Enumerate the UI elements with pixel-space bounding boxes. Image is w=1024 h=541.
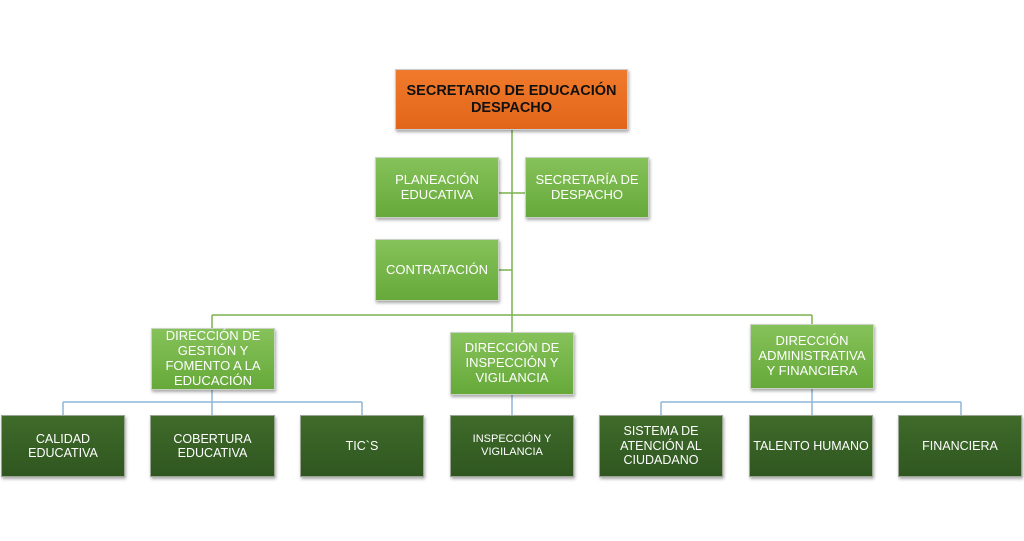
tics-label: TIC`S — [345, 438, 379, 453]
direccion-administrativa-node: DIRECCIÓN ADMINISTRATIVA Y FINANCIERA — [750, 324, 874, 389]
contratacion-label: CONTRATACIÓN — [385, 261, 489, 277]
direccion-gestion-label: DIRECCIÓN DE GESTIÓN Y FOMENTO A LA EDUC… — [165, 328, 261, 388]
secretario-title: SECRETARIO DE EDUCACIÓN — [406, 82, 617, 99]
planeacion-node: PLANEACIÓN EDUCATIVA — [375, 157, 499, 218]
secretario-subtitle: DESPACHO — [470, 99, 553, 116]
talento-node: TALENTO HUMANO — [749, 415, 873, 477]
talento-label: TALENTO HUMANO — [753, 438, 869, 453]
financiera-label: FINANCIERA — [922, 438, 998, 453]
atencion-node: SISTEMA DE ATENCIÓN AL CIUDADANO — [599, 415, 723, 477]
calidad-label: CALIDAD EDUCATIVA — [28, 431, 98, 460]
contratacion-node: CONTRATACIÓN — [375, 239, 499, 301]
inspeccion-unit-node: INSPECCIÓN Y VIGILANCIA — [450, 415, 574, 477]
financiera-node: FINANCIERA — [898, 415, 1022, 477]
direccion-inspeccion-node: DIRECCIÓN DE INSPECCIÓN Y VIGILANCIA — [450, 332, 574, 395]
direccion-gestion-node: DIRECCIÓN DE GESTIÓN Y FOMENTO A LA EDUC… — [151, 328, 275, 390]
secretaria-node: SECRETARÍA DE DESPACHO — [525, 157, 649, 218]
secretaria-label: SECRETARÍA DE DESPACHO — [535, 171, 639, 202]
secretario-node: SECRETARIO DE EDUCACIÓN DESPACHO — [395, 69, 628, 130]
planeacion-label: PLANEACIÓN EDUCATIVA — [395, 171, 479, 202]
cobertura-label: COBERTURA EDUCATIVA — [173, 431, 252, 460]
tics-node: TIC`S — [300, 415, 424, 477]
calidad-node: CALIDAD EDUCATIVA — [1, 415, 125, 477]
direccion-administrativa-label: DIRECCIÓN ADMINISTRATIVA Y FINANCIERA — [758, 333, 866, 378]
direccion-inspeccion-label: DIRECCIÓN DE INSPECCIÓN Y VIGILANCIA — [464, 340, 560, 385]
inspeccion-unit-label: INSPECCIÓN Y VIGILANCIA — [472, 433, 552, 458]
cobertura-node: COBERTURA EDUCATIVA — [150, 415, 275, 477]
atencion-label: SISTEMA DE ATENCIÓN AL CIUDADANO — [620, 424, 702, 468]
